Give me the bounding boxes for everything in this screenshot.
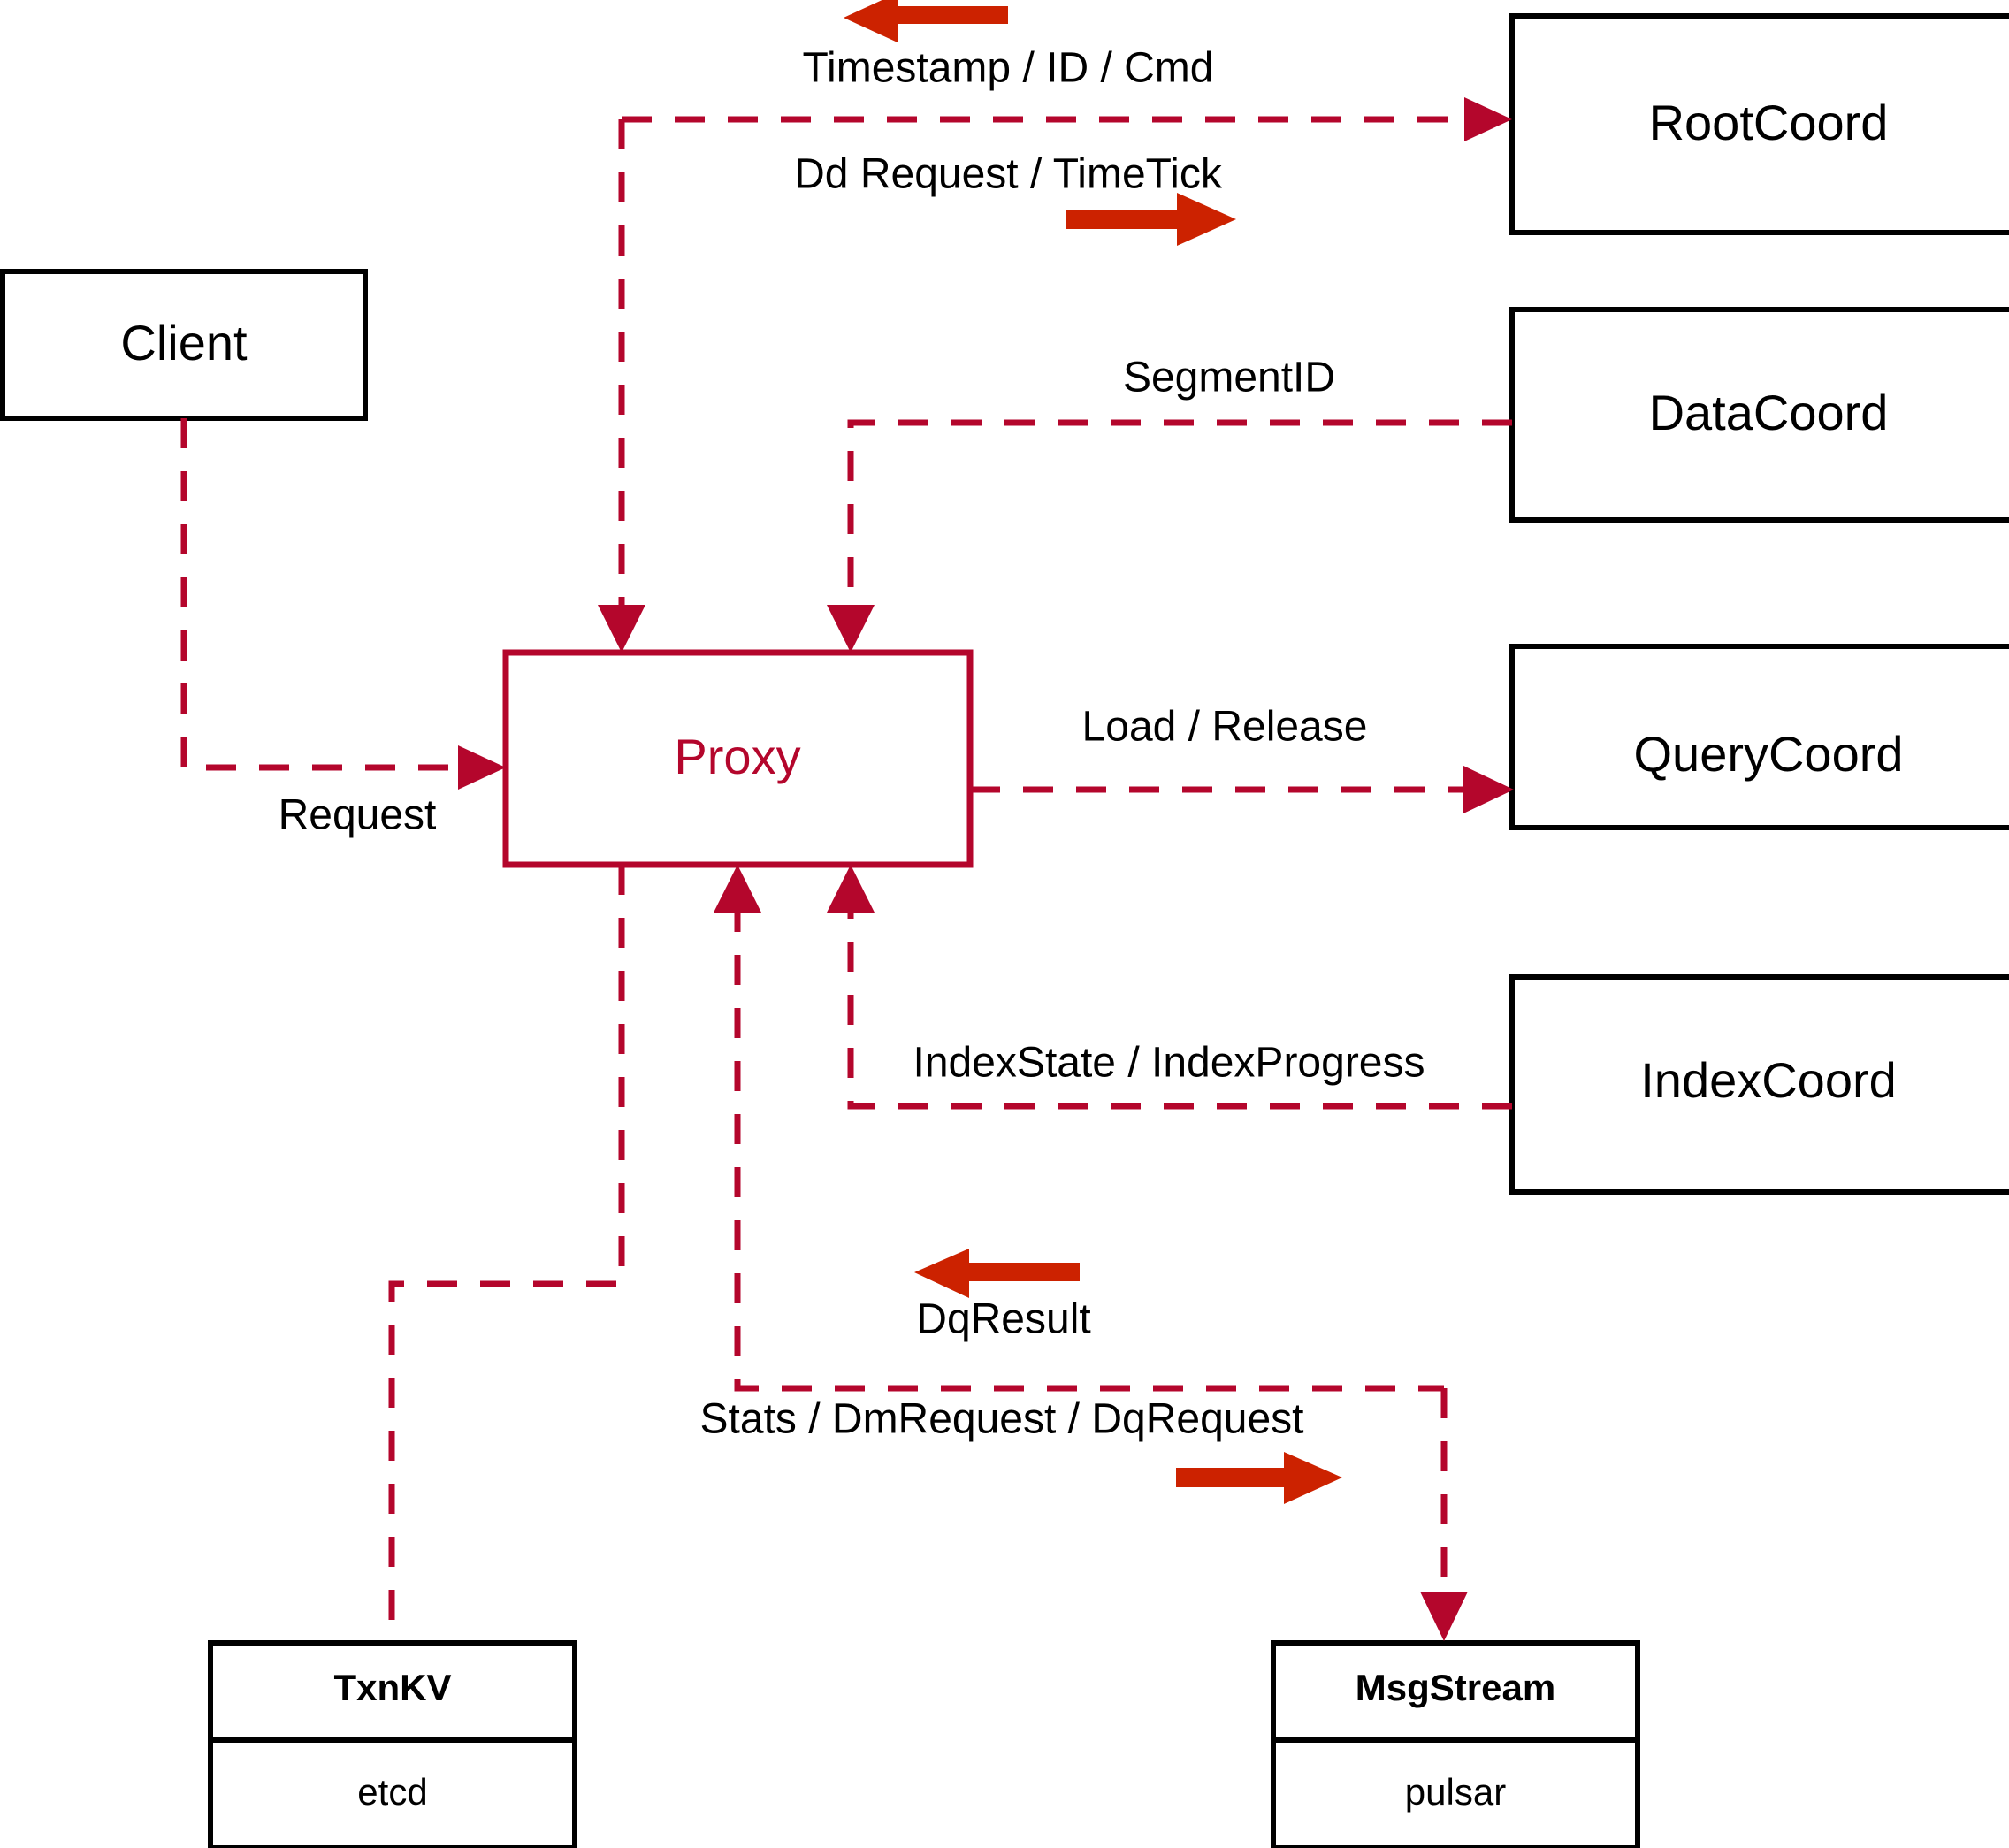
node-query-coord[interactable]: QueryCoord [1509,644,2009,830]
rootcoord-request-arrowhead-root [1464,97,1512,141]
rootcoord-request-label: Dd Request / TimeTick [794,151,1223,198]
node-index-coord[interactable]: IndexCoord [1509,974,2009,1195]
direction-arrow-dd-request-right-icon [1066,193,1236,246]
index-coord-label: IndexCoord [1640,1052,1897,1108]
msgstream-dqresult-label: DqResult [916,1296,1090,1343]
client-request-arrowhead [458,745,506,790]
indexcoord-state-line [847,902,1512,1110]
proxy-label: Proxy [674,729,800,784]
datacoord-segmentid-arrowhead [827,605,875,653]
node-proxy[interactable]: Proxy [502,649,974,868]
edge-msgstream-dqresult: DqResult [714,865,1444,1392]
edge-querycoord-load: Load / Release [970,704,1514,813]
node-client[interactable]: Client [0,269,368,421]
node-msgstream[interactable]: MsgStream pulsar [1271,1640,1640,1848]
proxy-txnkv-line [388,865,625,1643]
indexcoord-state-label: IndexState / IndexProgress [913,1040,1425,1087]
edge-client-request: Request [180,418,506,839]
msgstream-impl-label: pulsar [1405,1771,1506,1813]
client-request-line [180,418,477,771]
index-coord-box[interactable] [1509,974,2009,1195]
direction-arrow-dqresult-left-icon [914,1249,1080,1298]
direction-arrow-timestamp-left-icon [844,0,1008,42]
data-coord-box[interactable] [1509,307,2009,523]
txnkv-impl-label: etcd [357,1771,427,1813]
proxy-box[interactable] [502,649,974,868]
edge-rootcoord-request: Timestamp / ID / Cmd Dd Request / TimeTi… [598,45,1512,653]
client-label: Client [120,315,248,370]
edge-indexcoord-state: IndexState / IndexProgress [827,865,1512,1110]
node-txnkv[interactable]: TxnKV etcd [208,1640,577,1848]
datacoord-segmentid-label: SegmentID [1123,355,1335,401]
edge-datacoord-segmentid: SegmentID [827,355,1512,653]
node-data-coord[interactable]: DataCoord [1509,307,2009,523]
msgstream-box[interactable] [1271,1640,1640,1848]
data-coord-label: DataCoord [1649,385,1889,440]
querycoord-load-arrowhead [1463,766,1514,813]
indexcoord-state-arrowhead [827,865,875,913]
direction-arrow-stats-right-icon [1176,1452,1342,1504]
root-coord-label: RootCoord [1649,95,1889,150]
query-coord-box[interactable] [1509,644,2009,830]
node-root-coord[interactable]: RootCoord [1509,13,2009,235]
edge-proxy-msgstream: Stats / DmRequest / DqRequest [700,1388,1468,1641]
client-request-label: Request [279,792,437,839]
proxy-msgstream-label: Stats / DmRequest / DqRequest [700,1396,1304,1443]
client-box[interactable] [0,269,368,421]
datacoord-segmentid-line [847,419,1512,619]
root-coord-box[interactable] [1509,13,2009,235]
edge-proxy-txnkv [388,865,625,1643]
txnkv-title: TxnKV [333,1667,451,1708]
txnkv-box[interactable] [208,1640,577,1848]
msgstream-title: MsgStream [1356,1667,1555,1708]
msgstream-dqresult-arrowhead [714,865,761,913]
query-coord-label: QueryCoord [1633,726,1903,782]
rootcoord-request-arrowhead-proxy [598,605,645,653]
rootcoord-response-label: Timestamp / ID / Cmd [803,45,1214,92]
proxy-msgstream-arrowhead [1420,1592,1468,1641]
querycoord-load-label: Load / Release [1082,704,1368,751]
msgstream-dqresult-line [734,902,1444,1392]
